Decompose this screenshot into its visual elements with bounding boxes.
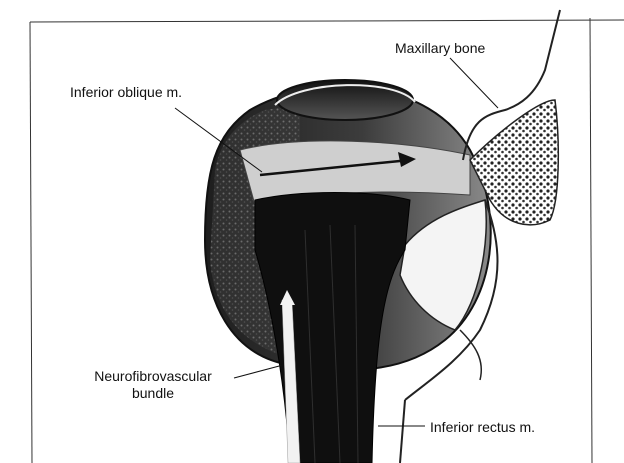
leader-maxillary-bone <box>450 58 498 108</box>
neurofibrovascular-label-line2: bundle <box>78 385 228 402</box>
inferior-rectus-label: Inferior rectus m. <box>430 419 535 436</box>
neurofibrovascular-label-line1: Neurofibrovascular <box>78 368 228 385</box>
inferior-oblique-label: Inferior oblique m. <box>70 84 182 101</box>
periosteum-line <box>460 330 481 380</box>
frame-left-line <box>30 22 32 463</box>
frame-right-line <box>590 18 592 463</box>
orbital-wall-line <box>400 400 405 463</box>
maxillary-bone-label: Maxillary bone <box>395 40 485 57</box>
frame-top-line <box>30 20 624 22</box>
neurofibrovascular-bundle-label: Neurofibrovascular bundle <box>78 368 228 402</box>
leader-neurofibrovascular <box>234 365 283 378</box>
